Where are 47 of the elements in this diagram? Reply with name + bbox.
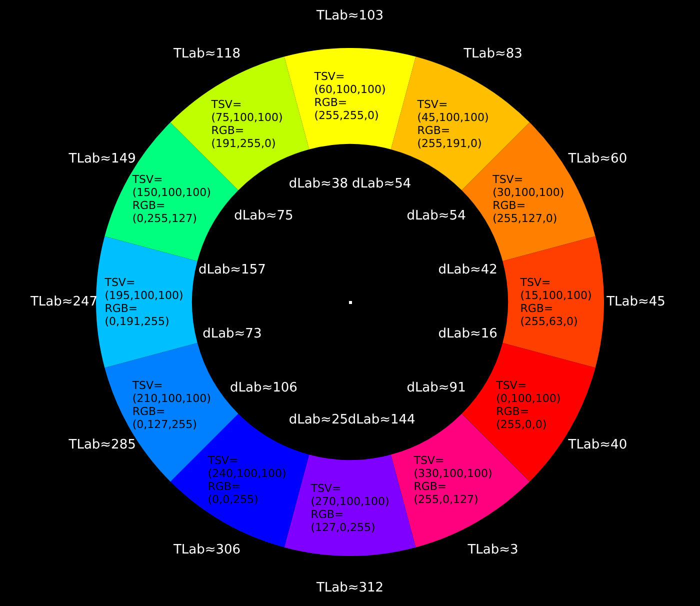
color-code-text: RGB= (0,127,255): [132, 405, 198, 431]
value-label: TLab≈312: [316, 580, 384, 596]
difference-label: dLab≈73: [202, 326, 262, 342]
difference-label: dLab≈16: [438, 326, 498, 342]
color-code-text: RGB= (255,63,0): [520, 302, 579, 328]
color-code-text: RGB= (255,191,0): [417, 124, 483, 150]
color-code-text: RGB= (0,255,127): [132, 199, 198, 225]
color-code-text: RGB= (255,0,0): [496, 405, 548, 431]
color-code-text: TSV= (60,100,100): [314, 70, 386, 96]
color-code-text: RGB= (0,0,255): [208, 480, 260, 506]
value-label: TLab≈306: [173, 542, 241, 558]
color-code-text: TSV= (270,100,100): [310, 482, 390, 508]
difference-label: dLab≈54: [352, 176, 412, 192]
difference-label: dLab≈106: [230, 380, 298, 396]
difference-label: dLab≈75: [234, 208, 294, 224]
color-code-text: TSV= (150,100,100): [132, 173, 211, 199]
color-code-text: RGB= (255,255,0): [314, 96, 380, 122]
difference-label: dLab≈91: [406, 380, 466, 396]
color-code-text: TSV= (195,100,100): [104, 276, 184, 302]
color-code-text: RGB= (191,255,0): [211, 124, 277, 150]
value-label: TLab≈103: [316, 8, 384, 24]
difference-label: dLab≈54: [406, 208, 466, 224]
value-label: TLab≈3: [468, 542, 518, 558]
color-code-text: TSV= (45,100,100): [417, 98, 489, 124]
value-label: TLab≈60: [568, 152, 628, 166]
value-label: TLab≈118: [173, 46, 241, 62]
difference-label: dLab≈157: [198, 262, 266, 278]
color-code-text: RGB= (0,191,255): [104, 302, 170, 328]
color-code-text: RGB= (127,0,255): [310, 508, 376, 534]
difference-label: dLab≈42: [438, 262, 498, 278]
color-code-text: TSV= (0,100,100): [496, 379, 561, 405]
color-code-text: TSV= (330,100,100): [414, 454, 492, 480]
color-code-text: TSV= (15,100,100): [520, 276, 592, 302]
value-label: TLab≈83: [464, 46, 522, 62]
color-code-text: TSV= (30,100,100): [492, 173, 564, 199]
color-code-text: RGB= (255,127,0): [492, 199, 558, 225]
value-label: TLab≈149: [68, 152, 136, 166]
value-label: TLab≈45: [606, 294, 666, 310]
color-code-text: TSV= (240,100,100): [208, 454, 286, 480]
difference-label: dLab≈38: [288, 176, 348, 192]
difference-label: dLab≈144: [348, 412, 416, 428]
color-code-text: RGB= (255,0,127): [414, 480, 480, 506]
value-label: TLab≈40: [568, 438, 628, 452]
color-code-text: TSV= (210,100,100): [132, 379, 211, 405]
value-label: TLab≈285: [68, 438, 136, 452]
color-code-text: TSV= (75,100,100): [211, 98, 283, 124]
difference-label: dLab≈25: [288, 412, 348, 428]
